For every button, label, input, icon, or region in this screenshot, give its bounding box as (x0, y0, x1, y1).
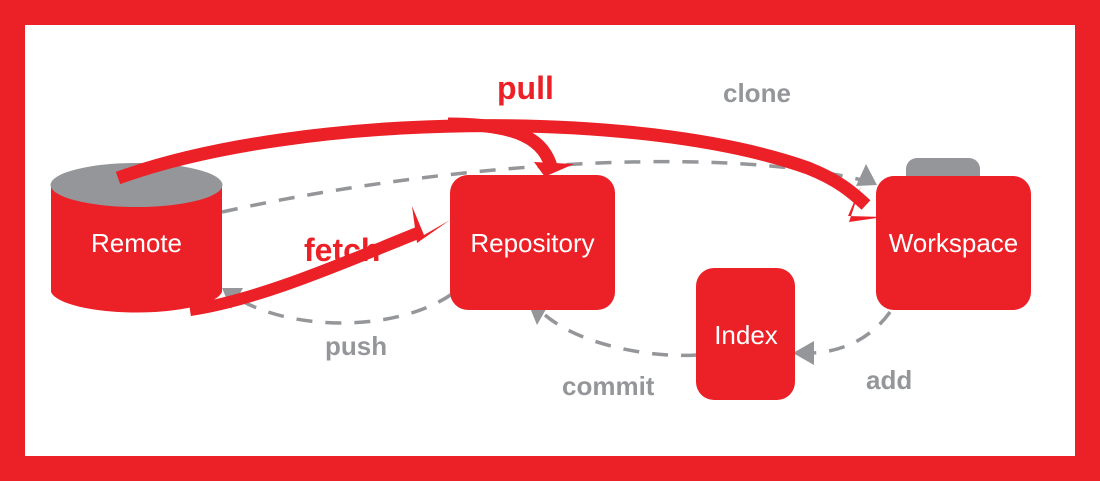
edge-pull (115, 117, 884, 222)
edge-label-fetch: fetch (304, 232, 381, 268)
node-label-index: Index (714, 320, 778, 350)
node-remote[interactable] (50, 163, 223, 313)
node-index[interactable] (696, 268, 795, 400)
edge-fetch (189, 206, 450, 316)
edge-commit (528, 303, 698, 358)
node-label-workspace: Workspace (888, 228, 1019, 258)
edge-label-clone: clone (723, 78, 791, 108)
edge-label-pull: pull (497, 70, 554, 106)
edge-label-push: push (325, 331, 388, 361)
edge-label-commit: commit (562, 371, 655, 401)
node-repository[interactable] (450, 175, 615, 310)
node-workspace[interactable] (876, 158, 1031, 310)
edge-add (793, 310, 892, 365)
node-label-remote: Remote (90, 228, 183, 258)
edge-clone (221, 159, 877, 214)
node-label-repository: Repository (470, 228, 595, 258)
edge-label-add: add (866, 365, 913, 395)
